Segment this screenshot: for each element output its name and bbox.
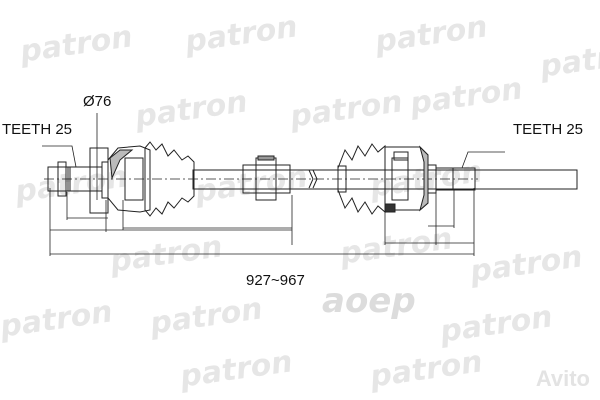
right-teeth-label: TEETH 25 bbox=[513, 121, 584, 138]
left-teeth-label: TEETH 25 bbox=[2, 121, 73, 138]
leader-lines bbox=[42, 113, 505, 200]
left-boot bbox=[144, 141, 195, 217]
aoep-watermark: aoep bbox=[322, 281, 416, 321]
dimension-lines bbox=[49, 188, 475, 256]
right-cv-joint bbox=[384, 145, 429, 213]
left-flange bbox=[89, 147, 109, 214]
left-cv-joint bbox=[107, 145, 151, 213]
damper bbox=[242, 155, 291, 201]
avito-text: Avito bbox=[535, 366, 590, 391]
avito-logo: Avito bbox=[536, 366, 590, 392]
length-label: 927~967 bbox=[246, 272, 305, 289]
right-stub bbox=[427, 164, 476, 194]
diameter-label: Ø76 bbox=[83, 93, 112, 110]
